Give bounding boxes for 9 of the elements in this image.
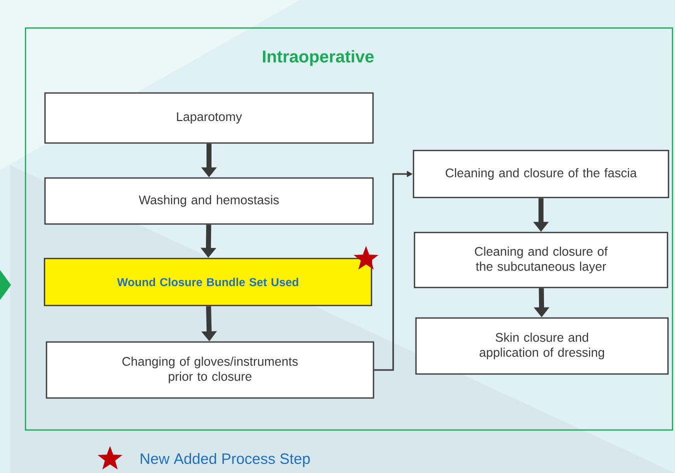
process-box: Cleaning and closure of the subcutaneous layer [414, 232, 668, 288]
process-box: Washing and hemostasis [44, 177, 374, 225]
process-box: Changing of gloves/instruments prior to closure [46, 341, 374, 399]
legend-text: New Added Process Step [140, 453, 310, 467]
frame-title: Intraoperative [262, 50, 374, 66]
process-box: Skin closure and application of dressing [415, 317, 669, 375]
process-box: Cleaning and closure of the fascia [412, 150, 670, 198]
highlighted-box: Wound Closure Bundle Set Used [44, 258, 372, 306]
process-box: Laparotomy [44, 92, 374, 144]
